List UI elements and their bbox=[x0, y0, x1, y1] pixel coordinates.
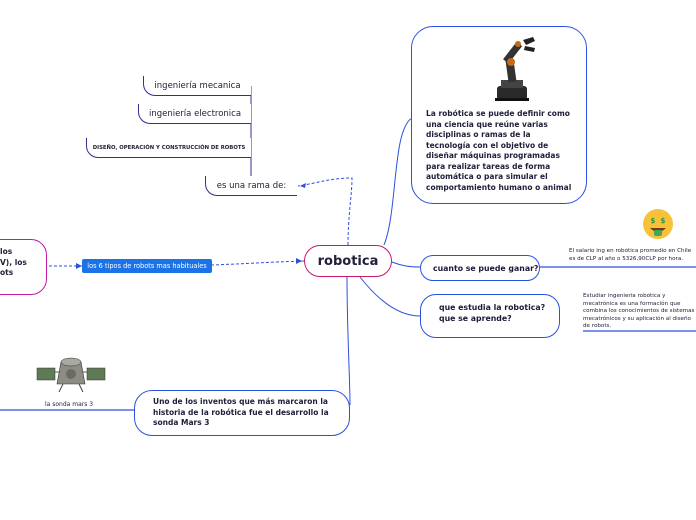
money-face-icon: $ $ bbox=[641, 207, 675, 245]
ganar-label: cuanto se puede ganar? bbox=[433, 263, 539, 273]
link-central-ganar bbox=[391, 261, 421, 268]
link-central-estudia bbox=[359, 276, 421, 317]
rama-child-label: DISEÑO, OPERACIÓN Y CONSTRUCCIÓN DE ROBO… bbox=[92, 144, 246, 151]
link-central-rama bbox=[297, 177, 353, 246]
rama-label: es una rama de: bbox=[216, 180, 287, 191]
tipos-tag-label: los 6 tipos de robots mas habituales bbox=[87, 262, 207, 270]
tipos-partial-text: los V), los ots bbox=[0, 247, 27, 277]
rama-child-electronica[interactable]: ingeniería electronica bbox=[138, 104, 251, 124]
svg-text:$: $ bbox=[651, 217, 656, 225]
link-central-tipos bbox=[211, 260, 305, 266]
link-central-mars bbox=[346, 276, 351, 406]
rama-child-label: ingeniería mecanica bbox=[154, 80, 241, 91]
robot-arm-image bbox=[495, 37, 535, 101]
link-central-definicion bbox=[383, 117, 413, 246]
rama-child-diseno[interactable]: DISEÑO, OPERACIÓN Y CONSTRUCCIÓN DE ROBO… bbox=[86, 138, 251, 158]
rama-child-mecanica[interactable]: ingeniería mecanica bbox=[143, 76, 251, 96]
svg-text:$: $ bbox=[661, 217, 666, 225]
estudia-label: que estudia la robotica? que se aprende? bbox=[439, 303, 546, 323]
mars-caption: la sonda mars 3 bbox=[45, 401, 94, 408]
definicion-node[interactable] bbox=[411, 26, 587, 204]
rama-child-label: ingeniería electronica bbox=[148, 108, 242, 119]
rama-node[interactable]: es una rama de: bbox=[205, 176, 297, 196]
mars-text: Uno de los inventos que más marcaron la … bbox=[153, 397, 329, 427]
central-node[interactable]: robotica bbox=[304, 245, 392, 277]
definicion-text: La robótica se puede definir como una ci… bbox=[426, 109, 572, 192]
ganar-node[interactable]: cuanto se puede ganar? bbox=[420, 255, 540, 281]
central-label: robotica bbox=[317, 253, 379, 269]
estudia-detail: Estudiar ingeniería robótica y mecatróni… bbox=[583, 293, 695, 327]
ganar-detail: El salario ing en robótica promedio en C… bbox=[569, 248, 692, 262]
estudia-node[interactable]: que estudia la robotica? que se aprende? bbox=[420, 294, 560, 338]
tipos-tag[interactable]: los 6 tipos de robots mas habituales bbox=[82, 259, 212, 273]
mars-node[interactable] bbox=[134, 390, 350, 436]
tipos-node[interactable] bbox=[0, 239, 47, 295]
mars-probe-image bbox=[36, 357, 106, 393]
